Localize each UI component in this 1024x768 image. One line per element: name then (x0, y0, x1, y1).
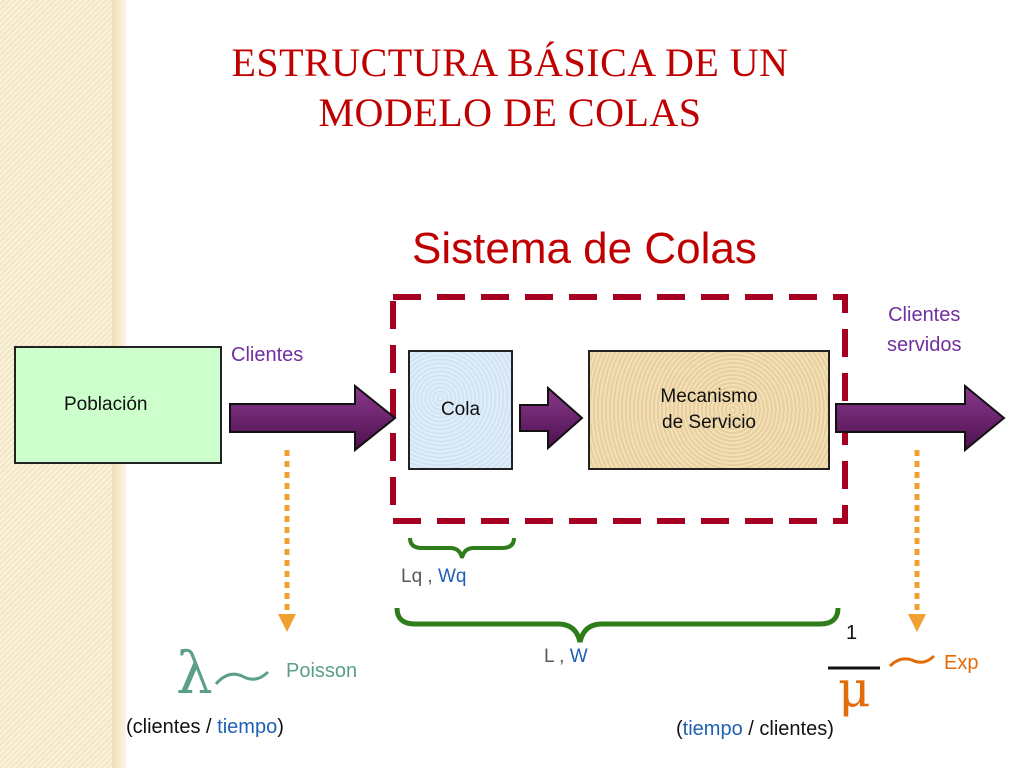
metric-wq: Wq (437, 566, 467, 587)
queue-metrics-label: Lq , Wq (401, 566, 466, 588)
arrow-to-service (519, 385, 584, 451)
system-metrics-label: L , W (544, 646, 588, 668)
tilde-lambda (214, 670, 270, 686)
arrival-units: (clientes / tiempo) (126, 716, 284, 739)
units-tiempo: tiempo (682, 718, 743, 740)
metric-lq: Lq (401, 566, 423, 587)
queue-system-label: Sistema de Colas (412, 224, 757, 273)
brace-queue (408, 537, 516, 559)
units-clientes: clientes (759, 718, 828, 740)
units-tiempo: tiempo (217, 716, 278, 738)
service-mechanism-box: Mecanismo de Servicio (588, 350, 830, 470)
poisson-label: Poisson (286, 660, 358, 682)
served-customers-line-1: Clientes (888, 304, 961, 326)
metric-separator: , (559, 646, 565, 667)
units-open: ( (126, 716, 133, 738)
brace-system (394, 607, 841, 643)
units-close: ) (277, 716, 284, 738)
arrow-departures (835, 383, 1006, 453)
queue-box: Cola (408, 350, 513, 470)
service-label-line-2: de Servicio (662, 412, 756, 433)
mu-symbol: μ (838, 660, 871, 718)
tilde-mu (888, 654, 936, 668)
units-slash: / (742, 718, 760, 740)
service-label-line-1: Mecanismo (660, 386, 758, 407)
served-customers-label: Clientes servidos (887, 300, 961, 360)
lambda-symbol: λ (176, 639, 213, 707)
metric-w: W (569, 646, 588, 667)
dotted-arrow-departures-head (908, 614, 926, 632)
metric-l: L (544, 646, 554, 667)
units-close: ) (827, 718, 834, 740)
arriving-customers-label: Clientes (231, 344, 304, 366)
exp-label: Exp (944, 652, 979, 674)
served-customers-line-2: servidos (887, 334, 962, 356)
metric-separator: , (427, 566, 433, 587)
dotted-arrow-arrivals-head (278, 614, 296, 632)
units-open: ( (676, 718, 683, 740)
slide-title: ESTRUCTURA BÁSICA DE UN MODELO DE COLAS (150, 38, 870, 138)
population-label: Población (64, 394, 148, 415)
queue-label: Cola (440, 399, 481, 420)
units-clientes: clientes (132, 716, 201, 738)
units-slash: / (200, 716, 218, 738)
queue-system-boundary (390, 294, 848, 524)
slide-title-line-2: MODELO DE COLAS (318, 90, 702, 135)
slide-title-line-1: ESTRUCTURA BÁSICA DE UN (231, 40, 789, 85)
population-box: Población (14, 346, 222, 464)
arrow-arrivals (229, 383, 397, 453)
fraction-numerator: 1 (846, 622, 858, 644)
service-units: (tiempo / clientes) (676, 718, 834, 741)
